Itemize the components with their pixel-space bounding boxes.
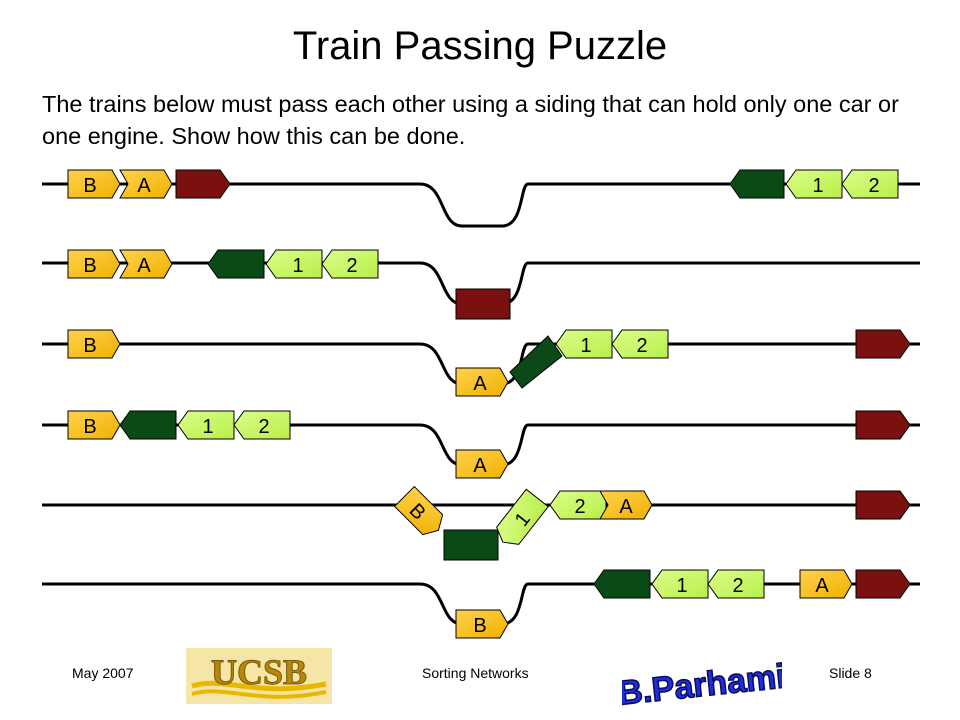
puzzle-description: The trains below must pass each other us… [42, 91, 899, 149]
engine-red [175, 169, 231, 199]
engine-red [855, 329, 911, 359]
car-2-label: 2 [574, 496, 585, 518]
car-2: 2 [707, 569, 765, 599]
stage-5: B 1 2 A [42, 485, 920, 561]
car-1: 1 [177, 410, 235, 440]
car-2-label: 2 [636, 335, 647, 357]
car-a-label: A [815, 575, 829, 597]
car-1: 1 [785, 169, 843, 199]
car-b-label: B [83, 335, 96, 357]
car-a: A [599, 490, 653, 520]
stage-1: B A 1 2 [42, 169, 920, 228]
car-a-label: A [619, 496, 633, 518]
engine-green [593, 569, 651, 599]
slide-title: Train Passing Puzzle [292, 24, 668, 68]
ucsb-logo: UCSB [186, 648, 332, 704]
car-1-label: 1 [202, 416, 213, 438]
car-1: 1 [265, 249, 323, 279]
stage-6: 1 2 A B [42, 569, 920, 639]
car-a-label: A [137, 255, 151, 277]
car-b-on-siding: B [455, 609, 509, 639]
footer-slide-number: Slide 8 [829, 665, 872, 681]
footer-date: May 2007 [72, 665, 134, 681]
car-a-label: A [473, 455, 487, 477]
car-2-label: 2 [346, 255, 357, 277]
car-b: B [67, 249, 121, 279]
car-b: B [67, 169, 121, 199]
car-1-label: 1 [580, 335, 591, 357]
car-b-label: B [473, 615, 486, 637]
car-1: 1 [555, 329, 613, 359]
engine-red [855, 569, 911, 599]
car-a: A [119, 169, 173, 199]
car-a-on-siding: A [455, 367, 509, 397]
car-2-label: 2 [868, 175, 879, 197]
svg-text:B.Parhami: B.Parhami [622, 657, 782, 708]
car-a-on-siding: A [455, 449, 509, 479]
stage-3: B A 1 2 [42, 329, 920, 397]
car-2: 2 [549, 490, 607, 520]
car-1-label: 1 [292, 255, 303, 277]
car-a: A [799, 569, 853, 599]
car-2: 2 [233, 410, 291, 440]
bparhami-logo: B.Parhami [615, 648, 788, 714]
car-1-label: 1 [812, 175, 823, 197]
engine-red-on-siding [455, 288, 511, 320]
car-2-label: 2 [258, 416, 269, 438]
car-2: 2 [321, 249, 379, 279]
engine-green [207, 249, 265, 279]
car-2: 2 [841, 169, 899, 199]
engine-green-on-siding [443, 529, 499, 561]
engine-green [729, 169, 785, 199]
footer-title: Sorting Networks [422, 665, 529, 681]
car-2-label: 2 [732, 575, 743, 597]
car-b: B [67, 410, 121, 440]
car-b-label: B [83, 255, 96, 277]
car-b: B [67, 329, 121, 359]
car-2: 2 [611, 329, 669, 359]
siding-track [419, 182, 529, 228]
stage-2: B A 1 2 [42, 249, 920, 320]
svg-text:UCSB: UCSB [211, 652, 307, 692]
engine-red [855, 490, 911, 520]
engine-green-tilted [509, 335, 563, 389]
engine-red [855, 410, 911, 440]
car-1-tilted: 1 [496, 488, 549, 545]
engine-green [119, 410, 177, 440]
car-1-label: 1 [676, 575, 687, 597]
car-b-label: B [83, 175, 96, 197]
car-a-label: A [137, 175, 151, 197]
car-b-tilted: B [393, 485, 444, 536]
car-b-label: B [83, 416, 96, 438]
car-a-label: A [473, 373, 487, 395]
car-1: 1 [651, 569, 709, 599]
stage-4: B 1 2 A [42, 410, 920, 479]
car-a: A [119, 249, 173, 279]
